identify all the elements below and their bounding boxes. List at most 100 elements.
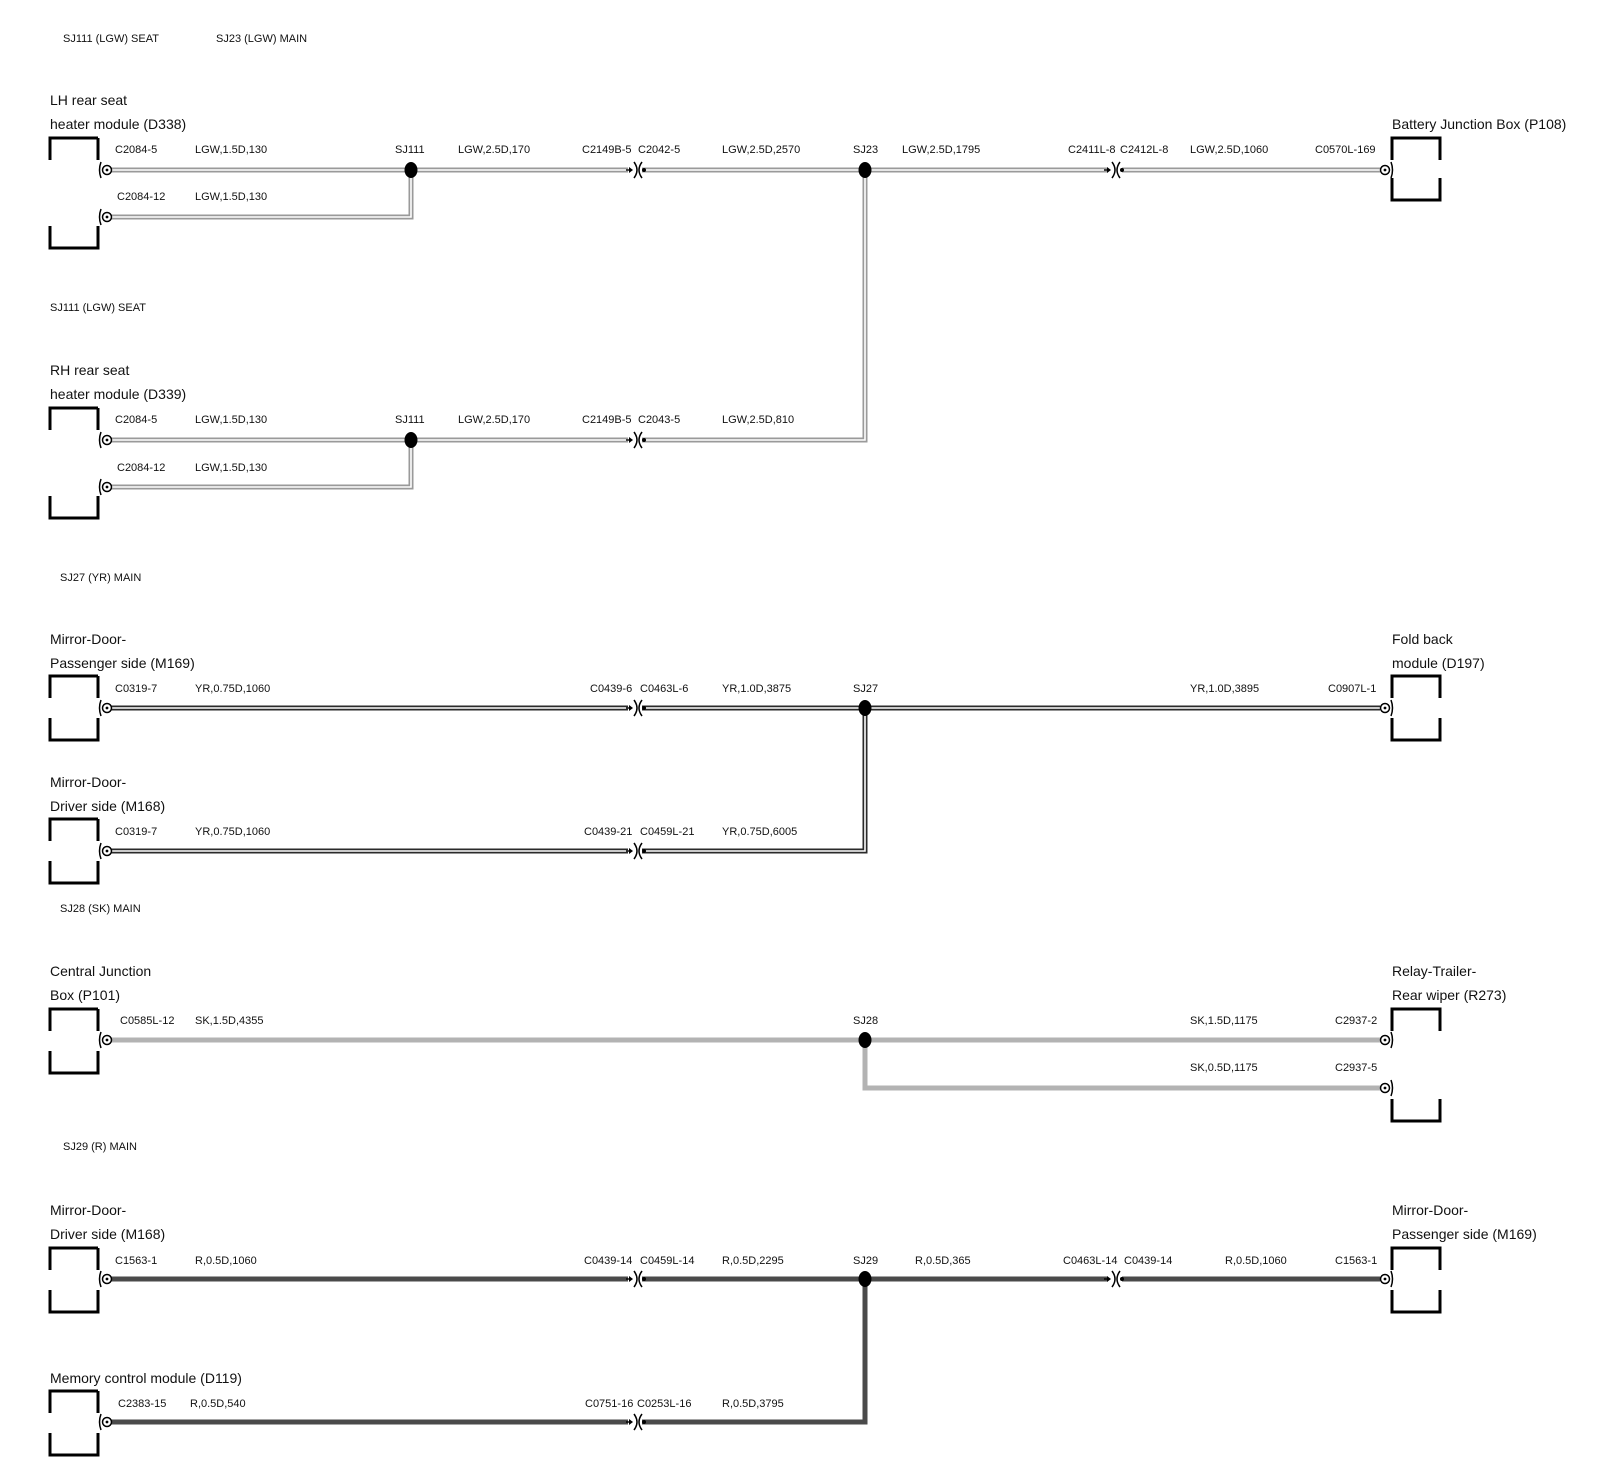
component-rh-rear-seat-heater-line1: RH rear seat: [50, 362, 129, 378]
connector-dot: [642, 1420, 646, 1424]
component-mirror-passenger-line1: Mirror-Door-: [50, 631, 127, 647]
wire-label: LGW,1.5D,130: [195, 414, 267, 426]
pin-dot: [105, 485, 109, 489]
wire: [862, 1040, 1380, 1091]
pin-arc: [1390, 699, 1394, 717]
component-rh-rear-seat-heater-line2: heater module (D339): [50, 386, 186, 402]
component-lh-rear-seat-heater-line2: heater module (D338): [50, 116, 186, 132]
connector-label: C2084-5: [115, 414, 157, 426]
component-mirror-driver-b-line1: Mirror-Door-: [50, 1202, 127, 1218]
component-lh-rear-seat-heater-line1: LH rear seat: [50, 92, 127, 108]
connector-arc-left: [633, 431, 638, 449]
bracket-top: [48, 1007, 98, 1031]
bracket-bottom: [48, 1433, 100, 1457]
connector-label: C0463L-14: [1063, 1255, 1117, 1267]
component-fold-back-line1: Fold back: [1392, 631, 1454, 647]
pin-terminal-icon: [1379, 161, 1394, 179]
connector-dot: [1120, 168, 1124, 172]
bracket-bottom: [1390, 1099, 1442, 1123]
bracket-top: [48, 1246, 98, 1270]
connector-arc-right: [1116, 1270, 1121, 1288]
connector-label: C2043-5: [638, 414, 680, 426]
bracket-bottom: [48, 718, 100, 742]
connector-label: C2084-5: [115, 144, 157, 156]
wire-label: LGW,2.5D,170: [458, 414, 530, 426]
connector-arc-right: [638, 161, 643, 179]
connector-label: C2042-5: [638, 144, 680, 156]
pin-dot: [105, 438, 109, 442]
splice-dot: [858, 162, 872, 178]
component-mirror-driver-line2: Driver side (M168): [50, 798, 165, 814]
pin-arc: [98, 208, 102, 226]
connector-label: C0439-14: [584, 1255, 632, 1267]
connector-label: C0253L-16: [637, 1398, 691, 1410]
module-bracket: [1390, 1007, 1442, 1123]
connector-arrow: [629, 848, 633, 854]
component-central-junction-line2: Box (P101): [50, 987, 120, 1003]
connector-label: C2084-12: [117, 191, 165, 203]
inline-connector-icon: [626, 431, 646, 449]
bracket-top: [1390, 1007, 1442, 1031]
bracket-top: [48, 1389, 98, 1413]
wire-core: [104, 440, 412, 488]
section-header-sj23-main: SJ23 (LGW) MAIN: [216, 33, 307, 45]
inline-connector-icon: [1104, 1270, 1124, 1288]
wire-label: R,0.5D,365: [915, 1255, 971, 1267]
pin-arc: [98, 161, 102, 179]
connector-dot: [642, 849, 646, 853]
bracket-bottom: [48, 496, 100, 520]
component-relay-trailer-line2: Rear wiper (R273): [1392, 987, 1506, 1003]
pin-dot: [105, 215, 109, 219]
wire-label: LGW,2.5D,1795: [902, 144, 980, 156]
connector-dot: [642, 438, 646, 442]
connector-arc-right: [638, 1413, 643, 1431]
splice-label-sj23: SJ23: [853, 144, 878, 156]
pin-arc: [98, 1031, 102, 1049]
pin-terminal-icon: [1379, 699, 1394, 717]
connector-label: C1563-1: [1335, 1255, 1377, 1267]
module-bracket: [1390, 136, 1442, 202]
bracket-bottom: [1390, 1290, 1442, 1314]
connector-label: C0439-14: [1124, 1255, 1172, 1267]
module-bracket: [48, 1007, 100, 1075]
bracket-bottom: [1390, 178, 1442, 202]
pin-terminal-icon: [98, 431, 113, 449]
component-mirror-driver-line1: Mirror-Door-: [50, 774, 127, 790]
component-mirror-passenger-line2: Passenger side (M169): [50, 655, 195, 671]
pin-terminal-icon: [98, 842, 113, 860]
pin-terminal-icon: [98, 1413, 113, 1431]
wire-core: [636, 170, 866, 441]
connector-label: C0439-21: [584, 826, 632, 838]
connector-label: C0459L-14: [640, 1255, 694, 1267]
connector-dot: [642, 168, 646, 172]
module-bracket: [48, 406, 100, 520]
section-header-sj111-seat-2: SJ111 (LGW) SEAT: [50, 302, 146, 314]
wire-label: LGW,2.5D,170: [458, 144, 530, 156]
connector-label: C0585L-12: [120, 1015, 174, 1027]
pin-terminal-icon: [98, 1031, 113, 1049]
module-bracket: [48, 1389, 100, 1457]
splice-dot: [858, 1271, 872, 1287]
connector-label: C2149B-5: [582, 144, 632, 156]
connector-label: C0570L-169: [1315, 144, 1376, 156]
bracket-top: [48, 136, 98, 160]
connector-arrow: [629, 437, 633, 443]
wire-label: LGW,2.5D,1060: [1190, 144, 1268, 156]
connector-arc-left: [633, 699, 638, 717]
wire-label: YR,0.75D,6005: [722, 826, 797, 838]
module-bracket: [48, 674, 100, 742]
splice-label-sj111: SJ111: [395, 144, 425, 156]
inline-connector-icon: [626, 1270, 646, 1288]
wire-label: SK,0.5D,1175: [1190, 1062, 1258, 1074]
connector-arc-right: [1116, 161, 1121, 179]
connector-label: C1563-1: [115, 1255, 157, 1267]
pin-arc: [98, 842, 102, 860]
pin-arc: [98, 1413, 102, 1431]
wire-label: LGW,1.5D,130: [195, 144, 267, 156]
wire-label: YR,1.0D,3875: [722, 683, 791, 695]
module-bracket: [48, 136, 100, 250]
connector-label: C2149B-5: [582, 414, 632, 426]
wires-layer: [104, 167, 1380, 1425]
connector-arc-right: [638, 699, 643, 717]
section-header-sj111-seat: SJ111 (LGW) SEAT: [63, 33, 159, 45]
